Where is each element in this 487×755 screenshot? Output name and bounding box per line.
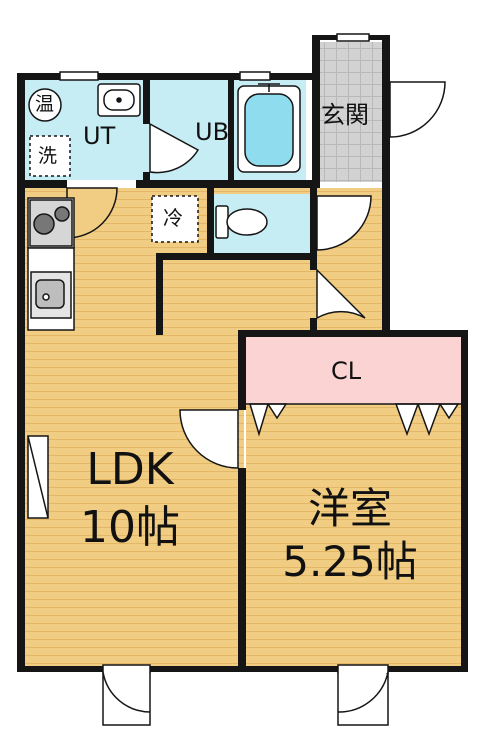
entrance-label: 玄関: [321, 101, 369, 129]
bath-door: [149, 122, 200, 174]
window-bath: [239, 71, 271, 81]
closet-doors: [248, 403, 460, 437]
western-room-floor: [246, 404, 462, 666]
burner-icon: [54, 206, 70, 222]
water-heater: [28, 88, 62, 122]
entrance-floor: [320, 42, 384, 182]
burner-icon: [33, 213, 55, 235]
ldk-name-label: LDK: [86, 444, 174, 495]
western-room-size-label: 5.25帖: [282, 537, 418, 586]
window-utility: [59, 71, 99, 81]
balcony-door-ldk: [102, 671, 151, 726]
faucet-icon: [258, 83, 280, 92]
drain-icon: [116, 97, 122, 103]
toilet-bowl: [226, 208, 268, 236]
water-heater-label: 温: [35, 93, 55, 115]
doors: [66, 81, 446, 726]
hall-door: [316, 268, 366, 320]
fridge-label: 冷: [163, 206, 183, 230]
toilet-door: [316, 195, 372, 251]
window-western: [337, 664, 389, 674]
kitchen-sink-bowl: [35, 279, 65, 309]
western-room-name-label: 洋室: [307, 484, 392, 533]
toilet-tank: [215, 205, 229, 239]
closet-label: CL: [331, 357, 362, 385]
washer-space: [29, 135, 71, 177]
fridge-space: [151, 195, 199, 243]
walls: [17, 35, 468, 672]
window-entrance: [336, 33, 370, 42]
window-ldk: [102, 664, 151, 674]
drain-icon: [42, 293, 50, 301]
balcony-door-western: [337, 671, 389, 726]
ldk-size-label: 10帖: [80, 502, 180, 553]
ldk-door: [179, 409, 239, 469]
entrance-door: [389, 81, 446, 138]
utility-label: UT: [83, 122, 116, 150]
closet-floor: [246, 336, 462, 404]
bathroom-label: UB: [195, 118, 230, 146]
fixtures: [27, 83, 462, 519]
bathtub-basin: [244, 93, 294, 167]
washer-label: 洗: [38, 145, 58, 167]
